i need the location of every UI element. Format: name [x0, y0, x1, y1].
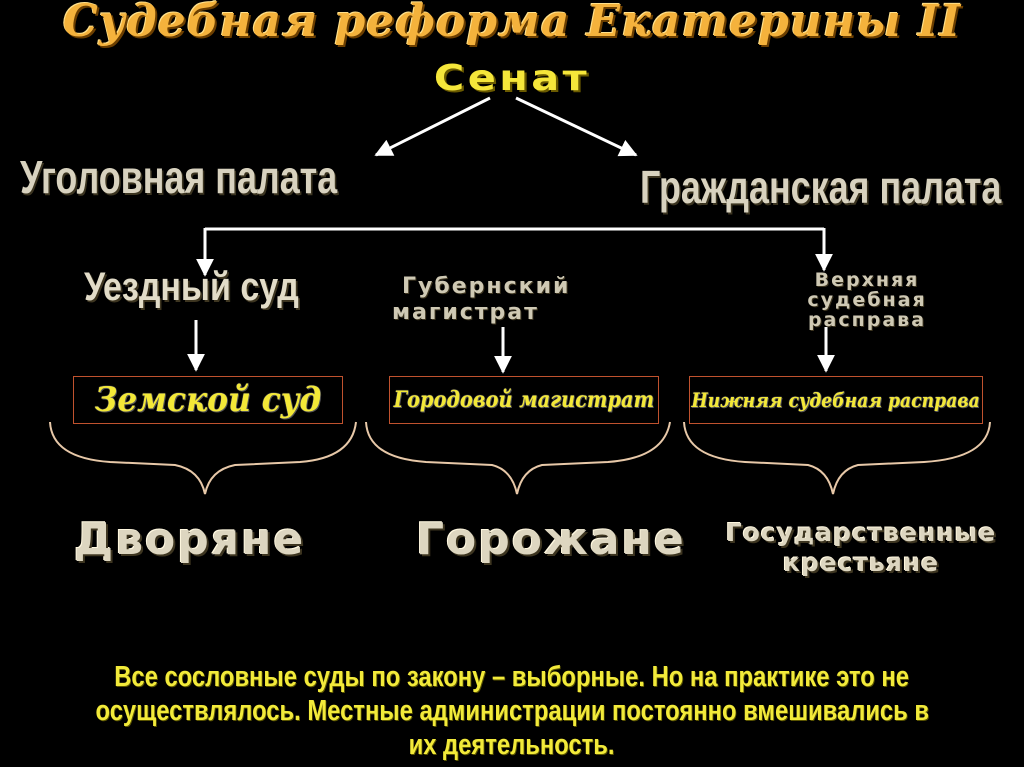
- raspr-line-2: судебная: [807, 289, 927, 311]
- footnote-line-1: Все сословные суды по закону – выборные.…: [114, 661, 910, 693]
- zemsky-court-box: Земской суд: [73, 376, 343, 424]
- civil-chamber-label: Гражданская палата: [640, 161, 1002, 213]
- footnote-line-3: их деятельность.: [409, 729, 615, 761]
- senat-to-civil-arrow: [515, 96, 638, 157]
- upper-raspr-label: Верхняя судебная расправа: [756, 270, 978, 330]
- estate-nobles: Дворяне: [74, 514, 306, 565]
- lower-raspr-label: Нижняя судебная расправа: [691, 388, 981, 412]
- estate-peasants-line-2: крестьяне: [782, 548, 940, 577]
- gorodovoy-magistrate-label: Городовой магистрат: [393, 387, 655, 413]
- brace-peasants: [683, 421, 991, 495]
- criminal-chamber-label: Уголовная палата: [20, 151, 338, 203]
- brace-nobles: [49, 421, 357, 495]
- page-title: Судебная реформа Екатерины II: [62, 0, 962, 47]
- uezd-court-label: Уездный суд: [84, 265, 299, 309]
- footnote-line-2: осуществлялось. Местные администрации по…: [95, 695, 929, 727]
- chambers-bracket: [196, 227, 833, 277]
- brace-townspeople: [365, 421, 671, 495]
- senate-label: Сенат: [433, 58, 591, 99]
- footnote: Все сословные суды по закону – выборные.…: [0, 660, 1024, 762]
- gubernia-magistrate-label: Губернский магистрат: [392, 274, 570, 326]
- gubernia-line-2: магистрат: [392, 300, 539, 325]
- gubernia-line-1: Губернский: [402, 274, 571, 299]
- raspr-line-1: Верхняя: [814, 269, 920, 291]
- lower-raspr-box: Нижняя судебная расправа: [689, 376, 983, 424]
- zemsky-court-label: Земской суд: [94, 380, 322, 420]
- senat-to-criminal-arrow: [374, 96, 491, 157]
- estate-townspeople: Горожане: [416, 514, 686, 565]
- gorodovoy-magistrate-box: Городовой магистрат: [389, 376, 659, 424]
- raspr-line-3: расправа: [807, 309, 927, 331]
- estate-peasants-line-1: Государственные: [725, 518, 997, 547]
- estate-peasants: Государственные крестьяне: [708, 518, 1014, 578]
